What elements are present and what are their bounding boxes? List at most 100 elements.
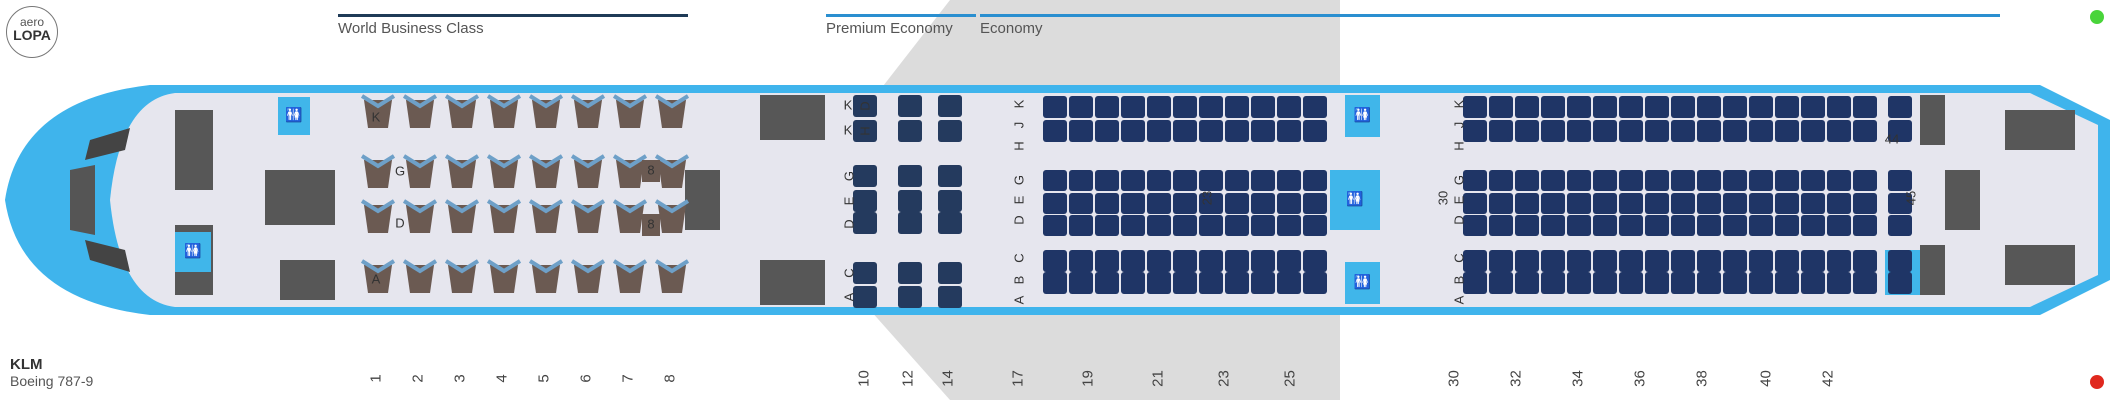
economy-seat — [1463, 193, 1487, 214]
galley — [280, 260, 335, 300]
economy-seat — [1173, 193, 1197, 214]
economy-seat — [1801, 250, 1825, 272]
economy-seat — [1697, 193, 1721, 214]
economy-seat — [1199, 193, 1223, 214]
row-number: 5 — [535, 374, 553, 383]
seat-letter: K — [844, 97, 853, 112]
seat-letter: E — [841, 196, 856, 205]
seat-divider — [570, 199, 606, 214]
seat-letter: C — [1451, 253, 1466, 262]
economy-seat — [1225, 215, 1249, 236]
economy-seat — [1069, 96, 1093, 118]
lavatory-icon: 🚻 — [1354, 274, 1371, 291]
premium-seat — [938, 262, 962, 284]
seat-letter: A — [1451, 295, 1466, 304]
business-seat — [448, 100, 476, 128]
business-seat — [490, 100, 518, 128]
seat-letter: J — [1011, 122, 1026, 129]
seat-letter: G — [1451, 175, 1466, 185]
economy-seat — [1225, 193, 1249, 214]
economy-seat — [1567, 215, 1591, 236]
seat-marker-30: 30 — [1435, 191, 1450, 205]
business-seat — [532, 160, 560, 188]
seat-letter: D — [1011, 215, 1026, 224]
seat-divider — [612, 94, 648, 109]
economy-seat — [1749, 215, 1773, 236]
economy-seat — [1303, 215, 1327, 236]
business-seat — [616, 100, 644, 128]
economy-class-label: Economy — [980, 20, 1043, 37]
business-seat — [642, 160, 660, 182]
premium-seat — [898, 120, 922, 142]
economy-seat — [1043, 272, 1067, 294]
premium-seat — [853, 165, 877, 187]
business-seat — [658, 100, 686, 128]
economy-seat — [1277, 250, 1301, 272]
economy-seat — [1775, 96, 1799, 118]
status-red-dot — [2090, 375, 2104, 389]
premium-seat — [938, 286, 962, 308]
row-number: 32 — [1507, 370, 1525, 387]
seat-letter: H — [857, 126, 872, 135]
row-number: 4 — [493, 374, 511, 383]
economy-seat — [1515, 120, 1539, 142]
economy-seat — [1749, 96, 1773, 118]
economy-seat — [1853, 120, 1877, 142]
economy-seat — [1801, 120, 1825, 142]
business-seat — [574, 205, 602, 233]
seat-divider — [486, 154, 522, 169]
seat-letter: A — [1011, 295, 1026, 304]
seat-letter: D — [1451, 215, 1466, 224]
seat-letter: H — [1451, 141, 1466, 150]
economy-seat — [1567, 120, 1591, 142]
economy-seat — [1173, 120, 1197, 142]
economy-seat — [1888, 250, 1912, 272]
premium-seat — [898, 190, 922, 212]
row-number: 19 — [1079, 370, 1097, 387]
economy-seat — [1541, 170, 1565, 191]
row-number: 14 — [939, 370, 957, 387]
economy-seat — [1593, 272, 1617, 294]
economy-seat — [1645, 193, 1669, 214]
business-seat — [532, 265, 560, 293]
economy-seat — [1749, 170, 1773, 191]
upper-wing — [880, 0, 1340, 90]
seat-divider — [402, 154, 438, 169]
logo-line1: aero — [19, 15, 45, 29]
economy-seat — [1095, 272, 1119, 294]
economy-seat — [1069, 193, 1093, 214]
business-seat — [658, 205, 686, 233]
seat-divider — [654, 199, 690, 214]
economy-seat — [1749, 250, 1773, 272]
business-seat — [448, 205, 476, 233]
seat-divider — [444, 154, 480, 169]
lavatory-icon: 🚻 — [1354, 107, 1371, 124]
lavatory-icon: 🚻 — [184, 243, 201, 260]
economy-seat — [1199, 272, 1223, 294]
economy-seat — [1853, 250, 1877, 272]
galley — [1920, 245, 1945, 295]
economy-seat — [1489, 272, 1513, 294]
seat-divider — [654, 259, 690, 274]
premium-seat — [938, 120, 962, 142]
seat-letter: H — [1011, 141, 1026, 150]
seat-divider — [570, 259, 606, 274]
economy-seat — [1303, 250, 1327, 272]
row-number: 30 — [1445, 370, 1463, 387]
economy-seat — [1121, 193, 1145, 214]
economy-seat — [1723, 96, 1747, 118]
premium-seat — [853, 120, 877, 142]
seat-divider — [612, 199, 648, 214]
economy-seat — [1095, 193, 1119, 214]
seat-divider — [570, 94, 606, 109]
lavatory — [1345, 95, 1380, 137]
economy-seat — [1303, 170, 1327, 191]
economy-seat — [1593, 170, 1617, 191]
premium-seat — [853, 190, 877, 212]
economy-seat — [1645, 215, 1669, 236]
economy-seat — [1671, 250, 1695, 272]
seat-divider — [570, 154, 606, 169]
business-seat — [490, 265, 518, 293]
economy-seat — [1277, 96, 1301, 118]
lower-wing — [870, 310, 1340, 400]
